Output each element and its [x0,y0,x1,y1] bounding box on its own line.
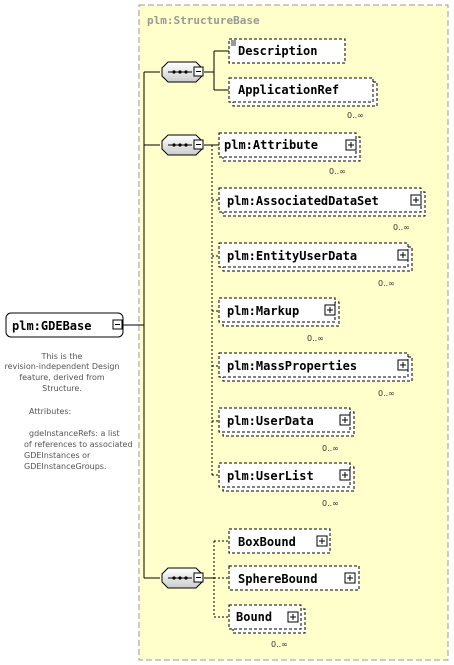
description-line: Structure. [42,384,82,393]
description-line: This is the [41,352,83,361]
element-label: Bound [236,610,272,624]
root-description: This is the revision-independent Design … [5,352,133,471]
element-label: plm:EntityUserData [227,249,357,263]
description-line: feature, derived from [19,373,105,382]
description-line: GDEInstanceGroups. [24,462,107,471]
element-label: plm:UserList [227,469,314,483]
description-line: gdeInstanceRefs: a list [29,429,120,438]
element-userdata[interactable]: plm:UserData 0..∞ [218,407,355,453]
description-line: GDEInstances or [24,451,91,460]
description-line: of references to associated [24,440,133,449]
element-boxbound[interactable]: BoxBound [228,528,331,554]
element-description[interactable]: Description [228,38,346,64]
cardinality-label: 0..∞ [271,640,288,649]
structure-base-label: plm:StructureBase [147,14,260,27]
cardinality-label: 0..∞ [378,279,395,288]
sequence-compositor-1[interactable] [161,61,204,83]
element-spherebound[interactable]: SphereBound [228,565,360,591]
element-label: plm:MassProperties [227,359,357,373]
element-label: plm:UserData [227,414,314,428]
element-label: Description [238,44,317,58]
element-associateddataset[interactable]: plm:AssociatedDataSet 0..∞ [218,187,426,232]
documentation-icon [231,40,236,46]
element-applicationref[interactable]: ApplicationRef 0..∞ [228,77,378,120]
element-label: plm:Markup [227,304,299,318]
element-label: ApplicationRef [238,83,339,97]
cardinality-label: 0..∞ [322,499,339,508]
connector-lines [123,50,229,618]
element-markup[interactable]: plm:Markup 0..∞ [218,297,340,343]
element-label: SphereBound [238,572,317,586]
sequence-compositor-3[interactable] [161,567,204,589]
element-label: plm:AssociatedDataSet [227,194,379,208]
root-element[interactable]: plm:GDEBase [5,312,124,338]
cardinality-label: 0..∞ [322,444,339,453]
cardinality-label: 0..∞ [347,111,364,120]
description-line: revision-independent Design [5,362,120,371]
cardinality-label: 0..∞ [393,223,410,232]
description-line: Attributes: [29,407,71,416]
cardinality-label: 0..∞ [329,167,346,176]
element-userlist[interactable]: plm:UserList 0..∞ [218,462,355,508]
root-element-label: plm:GDEBase [12,319,91,333]
element-massproperties[interactable]: plm:MassProperties 0..∞ [218,352,413,398]
element-label: plm:Attribute [224,138,318,152]
element-entityuserdata[interactable]: plm:EntityUserData 0..∞ [218,242,413,288]
sequence-compositor-2[interactable] [161,134,204,156]
element-attribute[interactable]: plm:Attribute 0..∞ [218,132,361,176]
cardinality-label: 0..∞ [307,334,324,343]
cardinality-label: 0..∞ [378,389,395,398]
element-bound[interactable]: Bound 0..∞ [228,604,306,649]
element-label: BoxBound [238,535,296,549]
